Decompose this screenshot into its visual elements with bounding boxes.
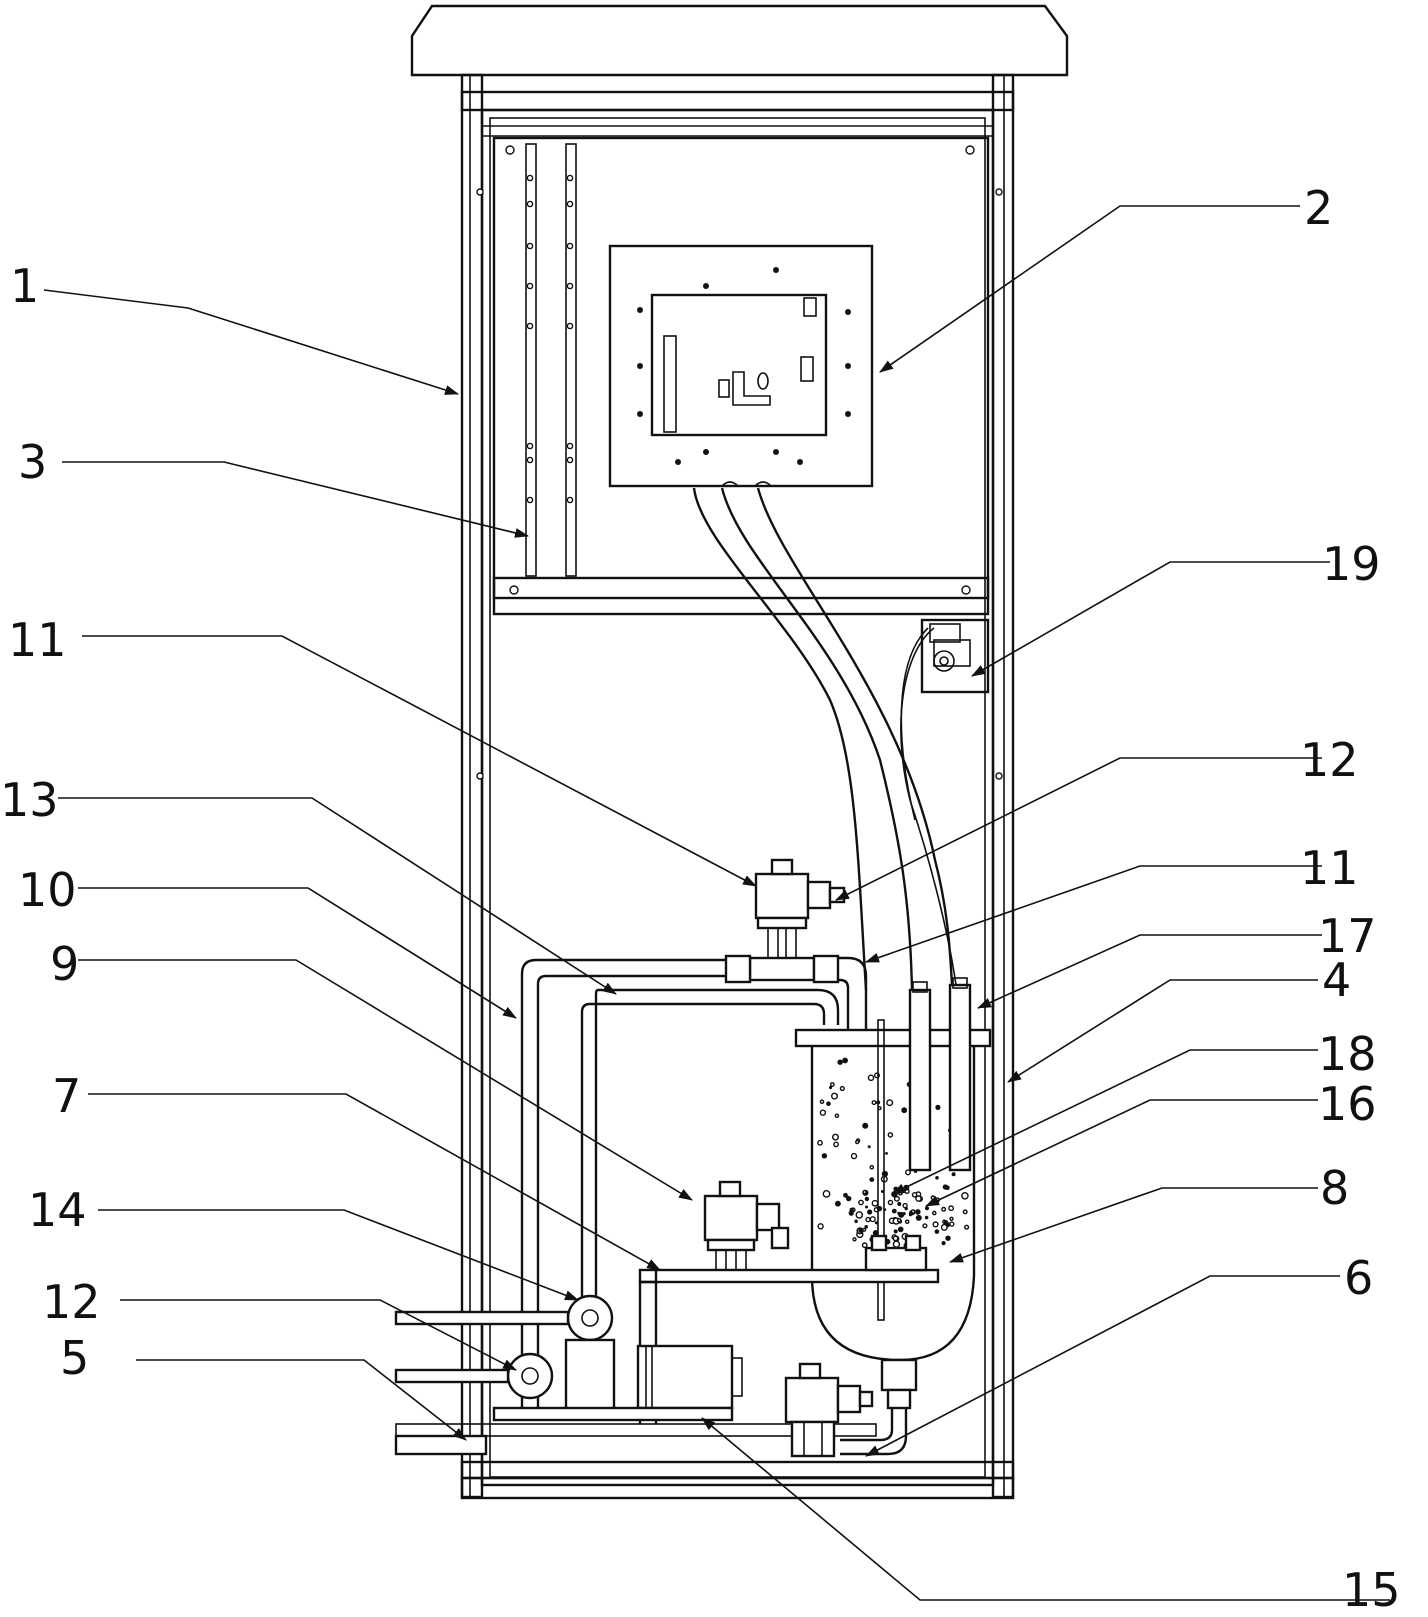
- label-valve-top: 11: [8, 613, 67, 667]
- pipe-inner: [580, 988, 840, 1312]
- mount-plate: [492, 136, 990, 616]
- pipe-outer: [520, 958, 726, 1420]
- label-peristaltic-pump: 19: [1322, 537, 1381, 591]
- label-base-plate: 15: [1342, 1563, 1401, 1612]
- label-electrode: 17: [1318, 909, 1377, 963]
- callout-labels: 1 2 3 4 5 6 7 8 9 10 11 12 11 13 14 12 1…: [0, 181, 1401, 1617]
- leader-lines: [43, 205, 1390, 1601]
- peristaltic-pump: [920, 618, 990, 694]
- motor: [636, 1344, 743, 1410]
- label-elbow: 11: [1300, 841, 1359, 895]
- elbow: [838, 956, 868, 1030]
- controller: [608, 244, 874, 488]
- label-valve-mid: 9: [50, 937, 79, 991]
- label-pipe-outer: 10: [18, 863, 77, 917]
- label-drain: 6: [1344, 1251, 1373, 1305]
- label-pipe-inner: 13: [0, 773, 59, 827]
- label-tank: 4: [1322, 953, 1351, 1007]
- label-sensor-probe: 16: [1318, 1077, 1377, 1131]
- pump-upper: [394, 1294, 616, 1412]
- base-plate: [394, 1406, 877, 1456]
- aerator: [638, 1234, 940, 1284]
- probes: [877, 977, 972, 1321]
- signal-cables: [692, 487, 957, 991]
- label-pump-lower: 12: [42, 1275, 101, 1329]
- label-aerator: 8: [1320, 1161, 1349, 1215]
- label-coil-top: 12: [1300, 733, 1359, 787]
- label-controller: 2: [1304, 181, 1333, 235]
- solenoid-valve-top: [724, 858, 846, 984]
- label-inlet: 5: [60, 1331, 89, 1385]
- cabinet-frame: [410, 4, 1069, 1500]
- label-bracket: 7: [52, 1069, 81, 1123]
- drain-valve: [784, 1362, 874, 1458]
- label-bubbles: 18: [1318, 1027, 1377, 1081]
- label-pump-upper: 14: [28, 1183, 87, 1237]
- label-mount-plate: 3: [18, 435, 47, 489]
- label-cabinet: 1: [10, 259, 39, 313]
- pump-lower: [394, 1352, 554, 1400]
